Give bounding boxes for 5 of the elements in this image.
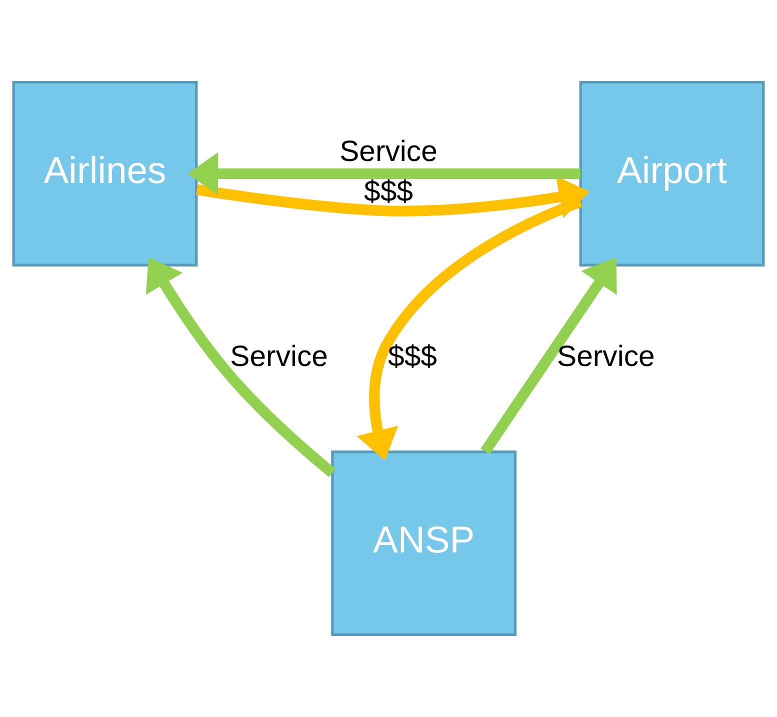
edge-label: $$$ — [388, 340, 437, 373]
edge-label: Service — [340, 135, 438, 168]
edge-label: Service — [557, 340, 655, 373]
edge-label: Service — [230, 340, 328, 373]
edge-label: $$$ — [364, 175, 413, 208]
